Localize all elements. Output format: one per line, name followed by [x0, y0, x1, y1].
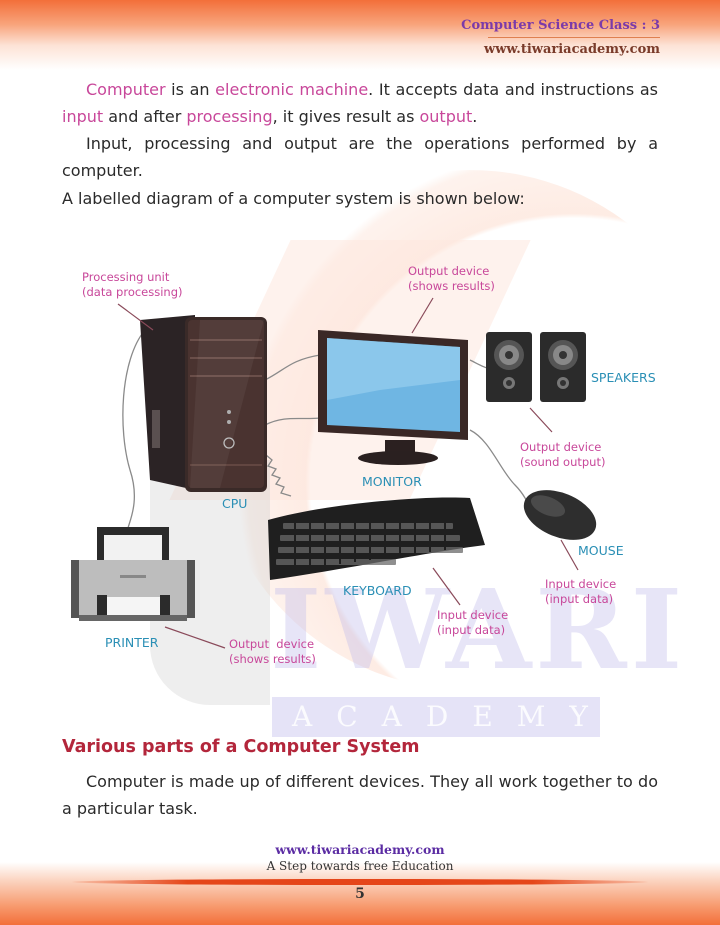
header-title: Computer Science Class : 3: [461, 18, 660, 33]
page-number: 5: [355, 886, 365, 902]
cpu-label: CPU: [222, 496, 248, 511]
header-url: www.tiwariacademy.com: [484, 42, 660, 57]
section-paragraph: Computer is made up of different devices…: [62, 772, 658, 818]
printer-label: PRINTER: [105, 635, 159, 650]
keyboard-icon: [268, 497, 485, 580]
monitor-icon: [318, 330, 468, 465]
speakers-icon: [486, 332, 586, 402]
monitor-description: Output device(shows results): [408, 264, 495, 293]
cpu-description: Processing unit(data processing): [82, 270, 183, 299]
keyboard-description: Input device(input data): [437, 608, 509, 637]
header-band: [0, 0, 720, 70]
cpu-tower-icon: [140, 315, 267, 492]
keyboard-label: KEYBOARD: [343, 583, 412, 598]
printer-description: Output device(shows results): [229, 637, 316, 666]
keyword-processing: processing: [186, 107, 273, 126]
speakers-label: SPEAKERS: [591, 370, 656, 385]
footer-url[interactable]: www.tiwariacademy.com: [275, 842, 445, 857]
leader-lines: [117, 297, 579, 649]
speakers-description: Output device(sound output): [520, 440, 606, 469]
watermark-academy-text: ACADEMY: [292, 700, 612, 733]
watermark-academy-band: ACADEMY: [272, 697, 600, 737]
mouse-label: MOUSE: [578, 543, 624, 558]
printer-icon: [71, 527, 195, 621]
monitor-label: MONITOR: [362, 474, 422, 489]
intro-paragraph-2: Input, processing and output are the ope…: [62, 134, 658, 180]
footer-band: [0, 862, 720, 925]
keyword-electronic-machine: electronic machine: [215, 80, 369, 99]
header-divider: [488, 37, 660, 38]
mouse-description: Input device(input data): [545, 577, 617, 606]
footer-divider: [72, 879, 648, 885]
footer-tagline: A Step towards free Education: [266, 859, 454, 873]
intro-paragraph-3: A labelled diagram of a computer system …: [62, 189, 525, 208]
intro-paragraph-1: Computer is an electronic machine. It ac…: [62, 80, 659, 126]
watermark-iwari: IWARI: [270, 565, 687, 694]
keyword-output: output: [419, 107, 473, 126]
mouse-icon: [523, 490, 597, 540]
section-heading: Various parts of a Computer System: [62, 737, 420, 757]
keyword-computer: Computer: [86, 80, 166, 99]
keyword-input: input: [62, 107, 104, 126]
